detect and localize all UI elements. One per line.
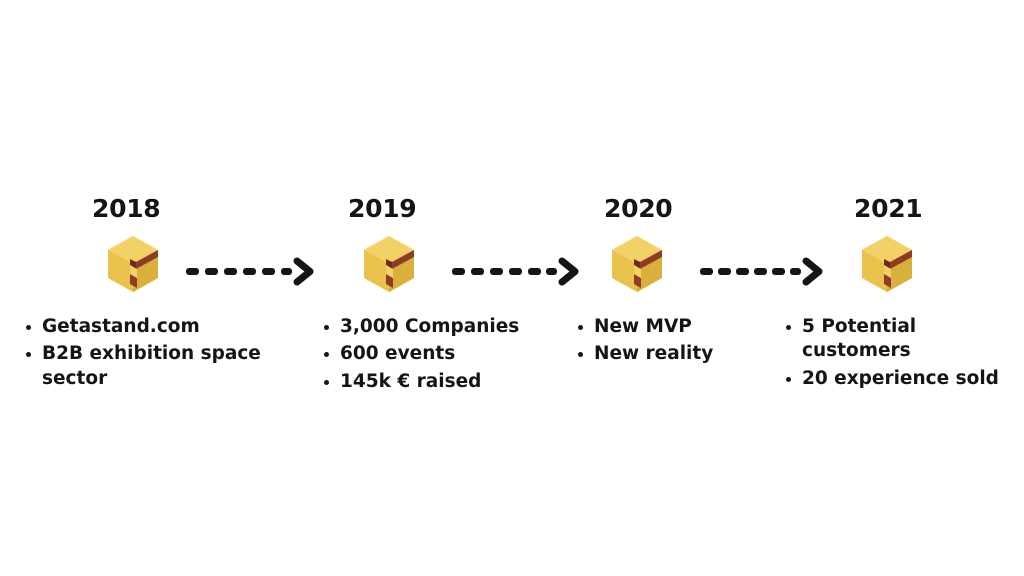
year-label-2021: 2021 xyxy=(854,194,923,223)
timeline-stage-2021: 2021 5 Potential customers 20 experience… xyxy=(780,196,1024,394)
stage-logo-2021 xyxy=(780,235,1024,295)
list-item: 3,000 Companies xyxy=(318,315,578,339)
timeline-stage-2020: 2020 New MVP New reality xyxy=(572,196,802,370)
list-item: 600 events xyxy=(318,342,578,366)
timeline-stage-2018: 2018 Getastand.com B2B exhibition space … xyxy=(20,196,320,394)
stage-bullets-2018: Getastand.com B2B exhibition space secto… xyxy=(20,315,300,391)
list-item: New reality xyxy=(572,342,782,366)
timeline-stage-2019: 2019 3,000 Companies 600 events 145k € r… xyxy=(318,196,598,397)
stage-logo-2019 xyxy=(318,235,598,295)
arrow-2018-2019 xyxy=(186,256,316,288)
list-item: New MVP xyxy=(572,315,782,339)
getastand-cube-logo-icon xyxy=(612,236,662,292)
arrow-2020-2021 xyxy=(700,256,824,288)
list-item: 5 Potential customers xyxy=(780,315,1024,364)
dashed-right-arrow-icon xyxy=(700,257,823,286)
dashed-right-arrow-icon xyxy=(452,257,579,286)
year-label-2019: 2019 xyxy=(348,194,417,223)
dashed-right-arrow-icon xyxy=(186,257,314,286)
stage-bullets-2020: New MVP New reality xyxy=(572,315,782,367)
year-label-2020: 2020 xyxy=(604,194,673,223)
stage-bullets-2021: 5 Potential customers 20 experience sold xyxy=(780,315,1024,391)
list-item: 145k € raised xyxy=(318,370,578,394)
year-label-2018: 2018 xyxy=(92,194,161,223)
stage-logo-2020 xyxy=(572,235,802,295)
list-item: 20 experience sold xyxy=(780,367,1024,391)
arrow-2019-2020 xyxy=(452,256,580,288)
getastand-cube-logo-icon xyxy=(364,236,414,292)
getastand-cube-logo-icon xyxy=(862,236,912,292)
stage-logo-2018 xyxy=(20,235,320,295)
list-item: Getastand.com xyxy=(20,315,300,339)
stage-bullets-2019: 3,000 Companies 600 events 145k € raised xyxy=(318,315,578,394)
list-item: B2B exhibition space sector xyxy=(20,342,300,391)
getastand-cube-logo-icon xyxy=(108,236,158,292)
